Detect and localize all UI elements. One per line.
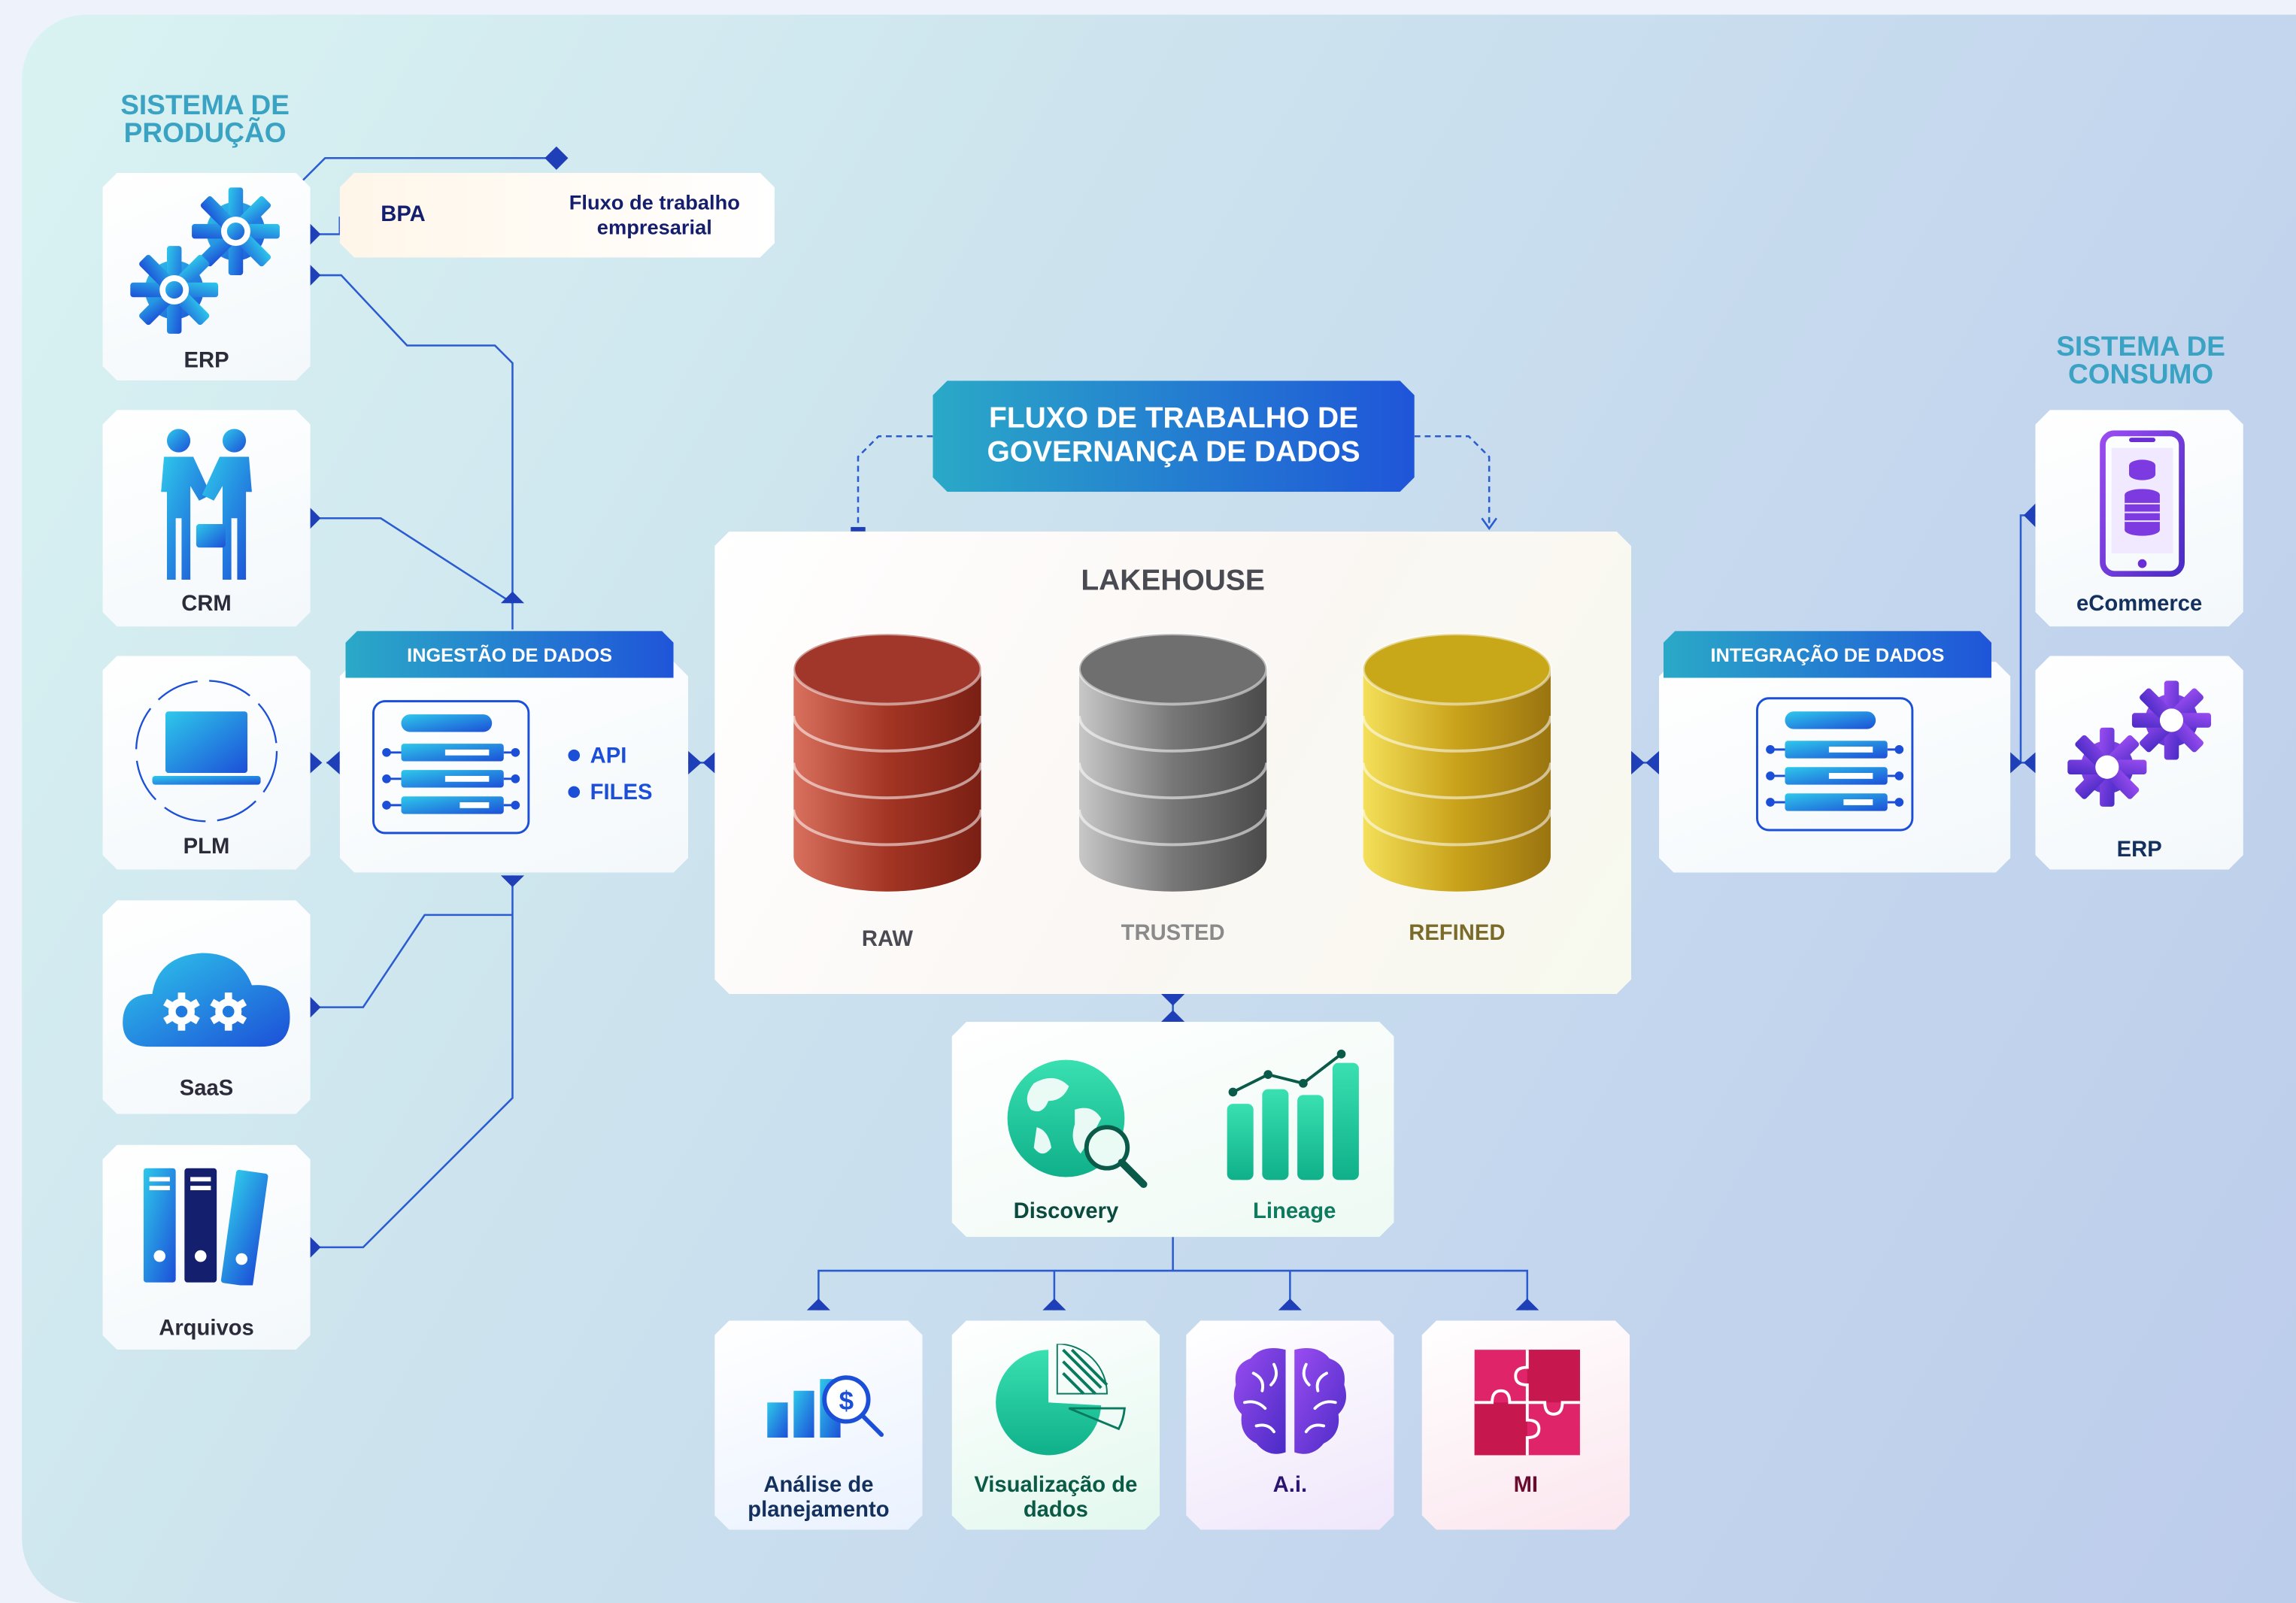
source-label: SaaS xyxy=(179,1076,234,1101)
bpa-card: BPA Fluxo de trabalho empresarial xyxy=(340,173,775,258)
binders-icon xyxy=(144,1165,272,1286)
layer-label-trusted: TRUSTED xyxy=(1121,920,1225,946)
puzzle-icon xyxy=(1472,1347,1583,1458)
ingestion-item: API xyxy=(568,738,652,774)
lakehouse-layers xyxy=(714,532,1631,994)
output-label: Visualização de dados xyxy=(974,1472,1138,1523)
consumer-card-erp[interactable]: ERP xyxy=(2035,656,2243,869)
layer-label-raw: RAW xyxy=(861,926,913,952)
production-system-title: SISTEMA DE PRODUÇÃO xyxy=(120,90,290,150)
trusted-database-icon xyxy=(1079,634,1266,892)
ingestion-list: API FILES xyxy=(568,738,652,811)
growth-chart-icon xyxy=(1224,1045,1365,1183)
consumer-label: ERP xyxy=(2116,837,2162,862)
ingestion-card: API FILES xyxy=(340,662,688,872)
source-label: CRM xyxy=(181,591,232,617)
output-card-ai[interactable]: A.i. xyxy=(1186,1320,1394,1529)
raw-database-icon xyxy=(793,634,981,892)
gears-icon xyxy=(2061,679,2219,814)
lineage-label: Lineage xyxy=(1253,1198,1336,1224)
source-card-saas[interactable]: SaaS xyxy=(102,900,310,1114)
consumption-system-title: SISTEMA DE CONSUMO xyxy=(2056,332,2225,391)
catalog-card: Discovery Lineage xyxy=(952,1022,1394,1237)
lakehouse-title: LAKEHOUSE xyxy=(1081,565,1265,598)
source-card-plm[interactable]: PLM xyxy=(102,656,310,869)
governance-banner: FLUXO DE TRABALHO DE GOVERNANÇA DE DADOS xyxy=(933,380,1415,492)
bpa-label: BPA xyxy=(381,202,426,227)
output-card-planning[interactable]: $ Análise de planejamento xyxy=(714,1320,922,1529)
integration-card xyxy=(1659,662,2010,872)
output-card-mi[interactable]: MI xyxy=(1422,1320,1630,1529)
source-label: PLM xyxy=(183,834,230,859)
planning-chart-icon: $ xyxy=(764,1359,887,1447)
handshake-icon xyxy=(147,428,270,580)
output-label: Análise de planejamento xyxy=(748,1472,890,1523)
smartphone-icon xyxy=(2100,430,2185,577)
source-card-erp[interactable]: ERP xyxy=(102,173,310,380)
source-label: Arquivos xyxy=(159,1316,254,1341)
lakehouse-card: LAKEHOUSE RAW TRUSTED REFINED xyxy=(714,532,1631,994)
consumer-card-ecommerce[interactable]: eCommerce xyxy=(2035,410,2243,626)
gears-icon xyxy=(127,187,285,345)
server-icon xyxy=(1756,697,1914,832)
integration-title: INTEGRAÇÃO DE DADOS xyxy=(1664,631,1991,677)
ingestion-item: FILES xyxy=(568,774,652,811)
ingestion-title: INGESTÃO DE DADOS xyxy=(346,631,674,677)
output-label: A.i. xyxy=(1272,1472,1308,1498)
consumer-label: eCommerce xyxy=(2076,591,2203,617)
layer-label-refined: REFINED xyxy=(1409,920,1506,946)
output-card-visualization[interactable]: Visualização de dados xyxy=(952,1320,1160,1529)
svg-text:$: $ xyxy=(839,1386,854,1416)
source-label: ERP xyxy=(183,348,229,374)
source-card-arquivos[interactable]: Arquivos xyxy=(102,1145,310,1350)
cloud-gears-icon xyxy=(120,944,293,1050)
pie-chart-icon xyxy=(996,1344,1127,1458)
output-label: MI xyxy=(1513,1472,1539,1498)
source-card-crm[interactable]: CRM xyxy=(102,410,310,626)
globe-search-icon xyxy=(1005,1057,1151,1189)
discovery-label: Discovery xyxy=(1013,1198,1119,1224)
server-icon xyxy=(372,700,530,835)
laptop-icon xyxy=(132,677,281,826)
refined-database-icon xyxy=(1363,634,1551,892)
governance-title: FLUXO DE TRABALHO DE GOVERNANÇA DE DADOS xyxy=(987,402,1360,469)
brain-icon xyxy=(1230,1344,1351,1458)
bpa-description: Fluxo de trabalho empresarial xyxy=(569,190,740,239)
